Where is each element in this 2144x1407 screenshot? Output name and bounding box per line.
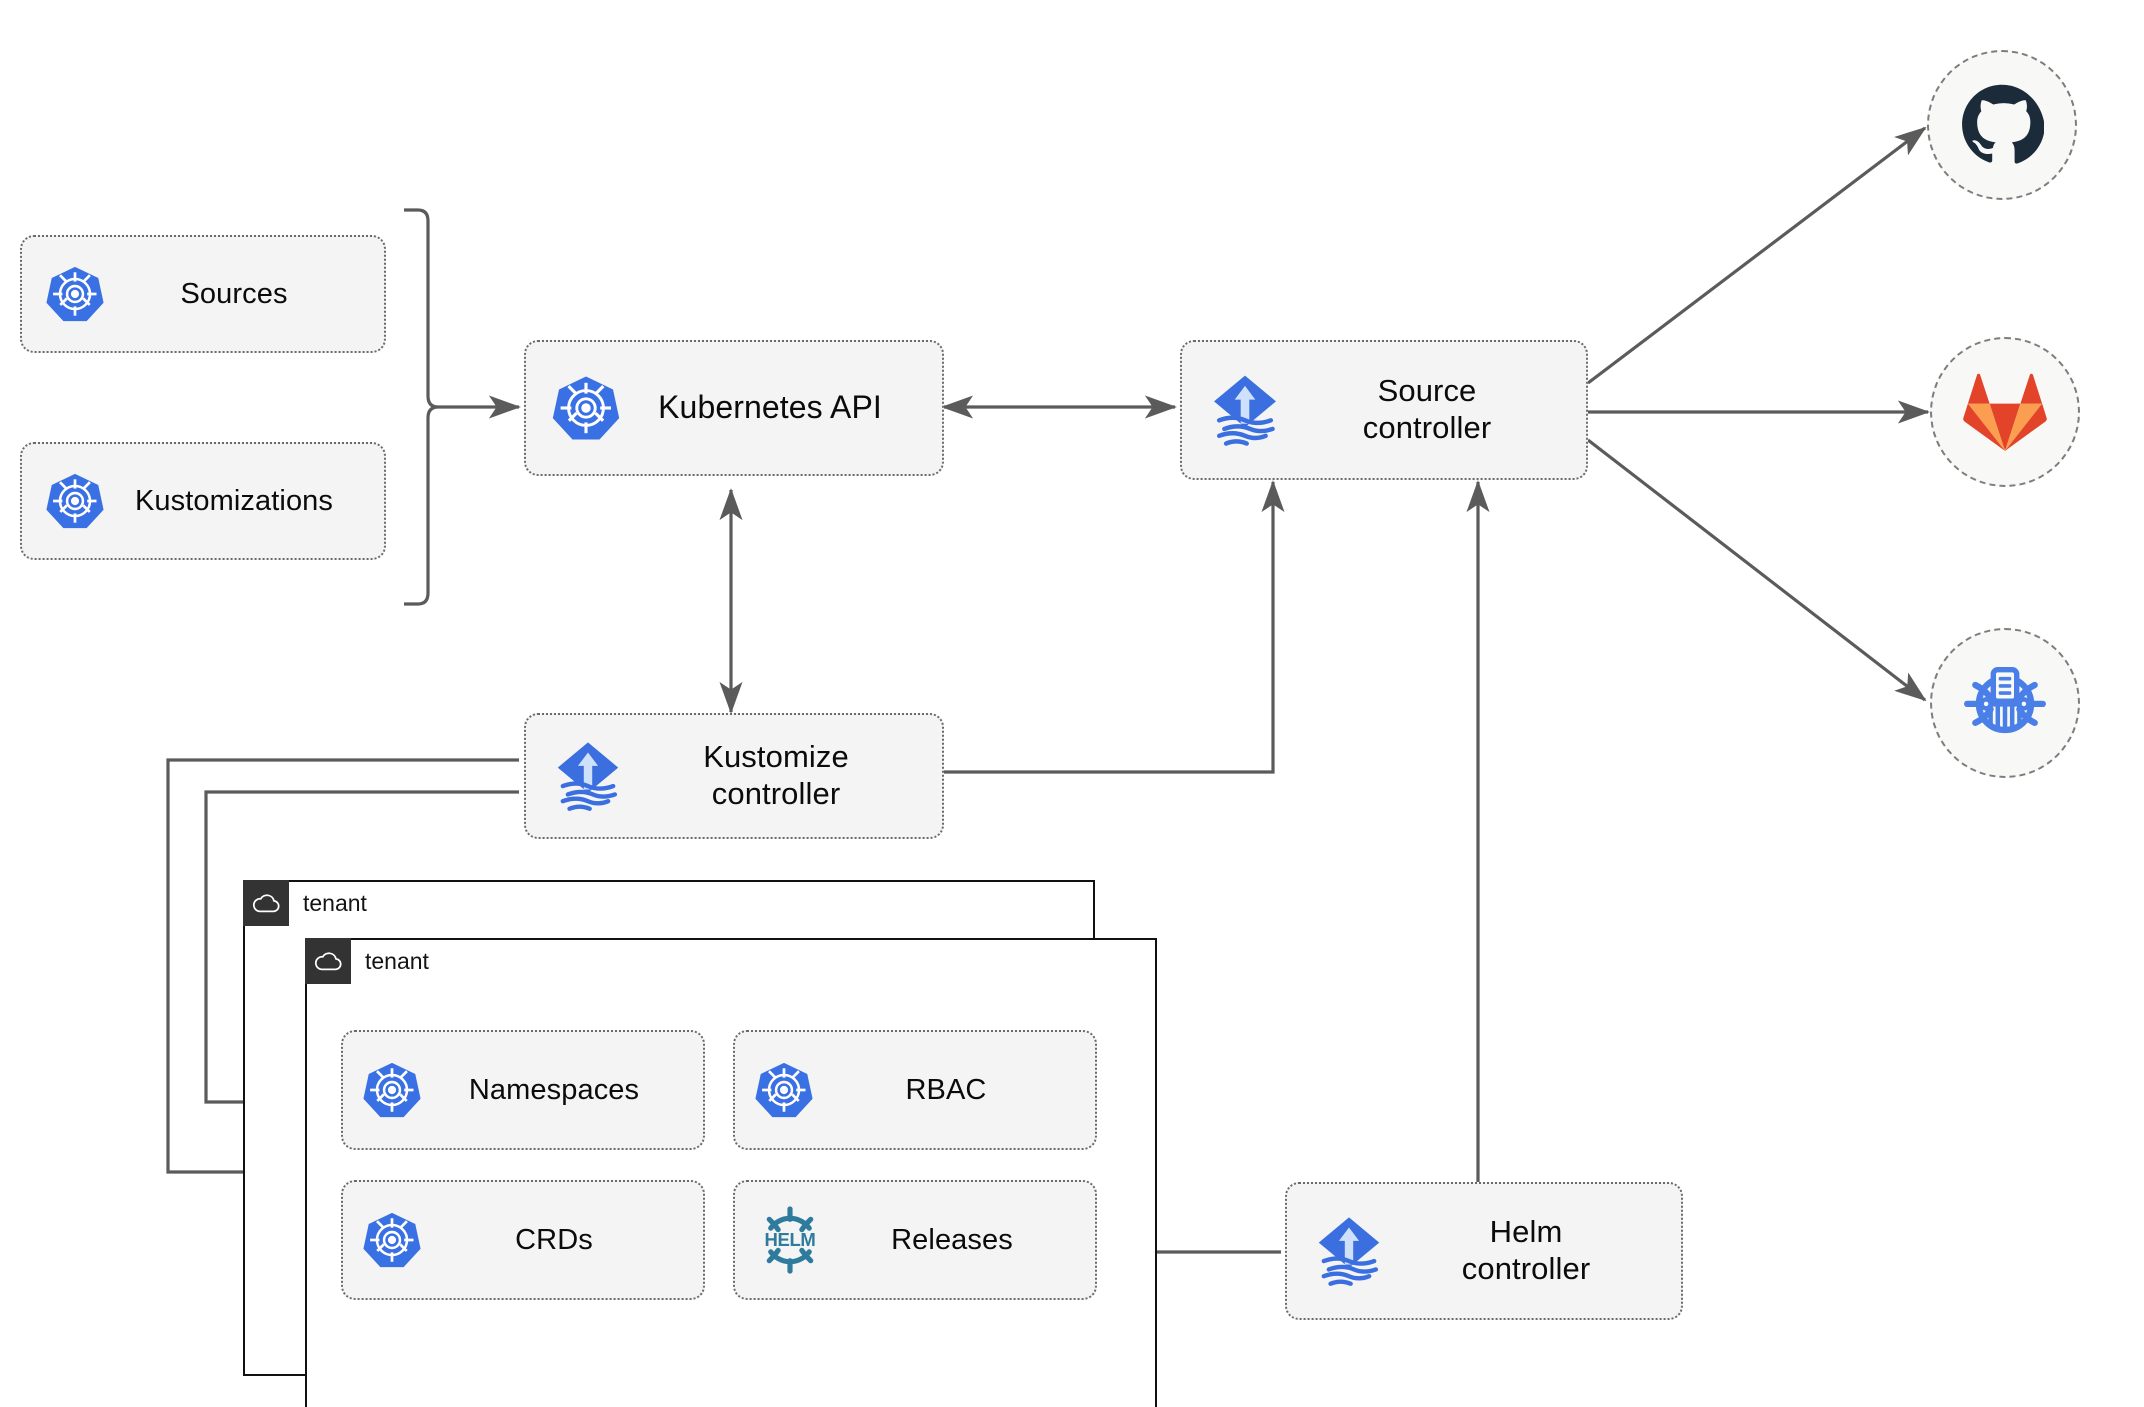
node-label: Kustomize controller — [703, 739, 849, 811]
tenant-label: tenant — [303, 889, 367, 916]
provider-gitlab[interactable] — [1930, 337, 2080, 487]
edge-source-to-github — [1587, 126, 1927, 385]
node-helm-controller[interactable]: Helm controller — [1285, 1182, 1683, 1320]
node-sources[interactable]: Sources — [20, 235, 386, 353]
cloud-icon — [243, 880, 289, 926]
node-kustomize-controller[interactable]: Kustomize controller — [524, 713, 944, 839]
cloud-icon — [305, 938, 351, 984]
node-source-controller[interactable]: Source controller — [1180, 340, 1588, 480]
kubernetes-icon — [44, 470, 106, 532]
node-label: Releases — [891, 1223, 1013, 1256]
kubernetes-icon — [44, 263, 106, 325]
helm-repository-icon — [1964, 667, 2046, 734]
node-kubernetes-api[interactable]: Kubernetes API — [524, 340, 944, 476]
node-label: Source controller — [1362, 373, 1492, 445]
provider-helm-repository[interactable] — [1930, 628, 2080, 778]
kubernetes-icon — [361, 1059, 423, 1121]
github-icon — [1962, 84, 2044, 164]
node-label: Sources — [180, 277, 288, 310]
provider-github[interactable] — [1927, 50, 2077, 200]
node-label: Namespaces — [468, 1073, 640, 1106]
node-kustomizations[interactable]: Kustomizations — [20, 442, 386, 560]
node-label: RBAC — [905, 1073, 987, 1106]
kubernetes-icon — [550, 372, 622, 444]
node-rbac[interactable]: RBAC — [733, 1030, 1097, 1150]
edge-kustomize-to-source — [943, 480, 1285, 774]
node-namespaces[interactable]: Namespaces — [341, 1030, 705, 1150]
node-label: Kubernetes API — [658, 389, 882, 426]
node-releases[interactable]: HELM Releases — [733, 1180, 1097, 1300]
kubernetes-icon — [753, 1059, 815, 1121]
tenant-tab-front: tenant — [305, 938, 429, 984]
tenant-box-front[interactable]: tenant — [305, 938, 1157, 1407]
edge-crd-brace — [404, 208, 439, 606]
node-label: CRDs — [515, 1223, 593, 1256]
svg-text:HELM: HELM — [765, 1229, 816, 1250]
gitlab-icon — [1963, 373, 2047, 451]
tenant-label: tenant — [365, 947, 429, 974]
edge-source-to-helm-repo — [1587, 438, 1927, 702]
node-crds[interactable]: CRDs — [341, 1180, 705, 1300]
flux-icon — [1307, 1209, 1391, 1293]
tenant-tab-back: tenant — [243, 880, 367, 926]
helm-icon: HELM — [753, 1203, 827, 1277]
flux-icon — [546, 734, 630, 818]
node-label: Kustomizations — [134, 484, 334, 517]
kubernetes-icon — [361, 1209, 423, 1271]
flux-icon — [1202, 367, 1288, 453]
node-label: Helm controller — [1461, 1214, 1591, 1286]
